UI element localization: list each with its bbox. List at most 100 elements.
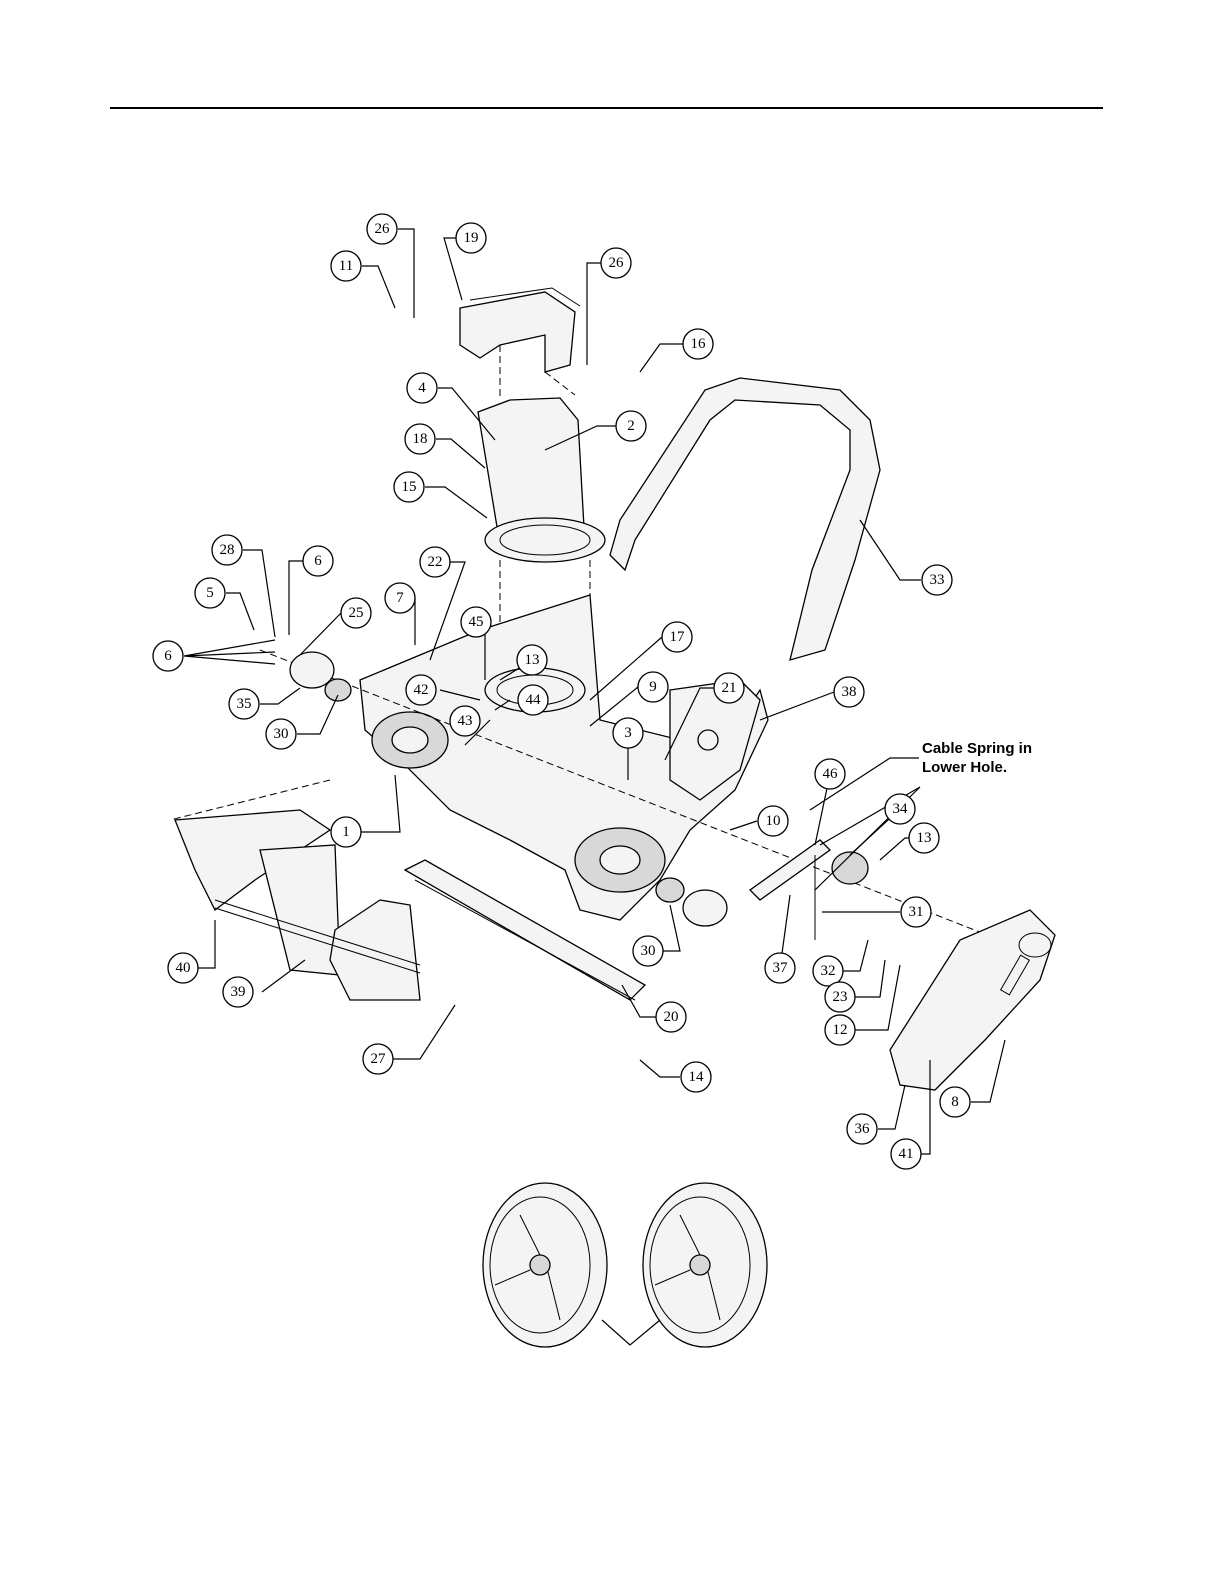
- callout: 40: [168, 953, 198, 983]
- callout: 43: [450, 706, 480, 736]
- svg-text:33: 33: [930, 572, 945, 588]
- callout: 36: [847, 1114, 877, 1144]
- callout: 39: [223, 977, 253, 1007]
- cable-spring-note: Cable Spring in Lower Hole.: [922, 740, 1032, 776]
- svg-text:14: 14: [689, 1069, 705, 1085]
- svg-text:8: 8: [951, 1094, 959, 1110]
- chute-deflector: [460, 288, 580, 400]
- svg-text:42: 42: [414, 682, 429, 698]
- svg-text:27: 27: [371, 1051, 387, 1067]
- svg-text:16: 16: [691, 336, 707, 352]
- callout: 33: [922, 565, 952, 595]
- svg-text:38: 38: [842, 684, 857, 700]
- callout: 13: [517, 645, 547, 675]
- svg-text:4: 4: [418, 380, 426, 396]
- callout: 19: [456, 223, 486, 253]
- svg-text:18: 18: [413, 431, 428, 447]
- callout: 41: [891, 1139, 921, 1169]
- callout: 46: [815, 759, 845, 789]
- svg-text:11: 11: [339, 258, 353, 274]
- svg-text:25: 25: [349, 605, 364, 621]
- callout: 30: [633, 936, 663, 966]
- svg-text:30: 30: [274, 726, 289, 742]
- svg-text:26: 26: [609, 255, 625, 271]
- svg-text:35: 35: [237, 696, 252, 712]
- callout: 37: [765, 953, 795, 983]
- svg-text:43: 43: [458, 713, 473, 729]
- svg-text:41: 41: [899, 1146, 914, 1162]
- svg-text:22: 22: [428, 554, 443, 570]
- callout: 15: [394, 472, 424, 502]
- svg-text:21: 21: [722, 680, 737, 696]
- handle: [610, 378, 880, 660]
- callout: 34: [885, 794, 915, 824]
- callout: 8: [940, 1087, 970, 1117]
- svg-text:15: 15: [402, 479, 417, 495]
- callout: 17: [662, 622, 692, 652]
- svg-text:39: 39: [231, 984, 246, 1000]
- svg-text:37: 37: [773, 960, 789, 976]
- callout: 12: [825, 1015, 855, 1045]
- callout: 42: [406, 675, 436, 705]
- callout: 27: [363, 1044, 393, 1074]
- callout: 16: [683, 329, 713, 359]
- svg-text:7: 7: [396, 590, 404, 606]
- callout: 4: [407, 373, 437, 403]
- callout: 26: [601, 248, 631, 278]
- callout: 21: [714, 673, 744, 703]
- svg-text:1: 1: [342, 824, 350, 840]
- svg-text:45: 45: [469, 614, 484, 630]
- callout: 13: [909, 823, 939, 853]
- svg-text:2: 2: [627, 418, 635, 434]
- callout: 7: [385, 583, 415, 613]
- callout: 23: [825, 982, 855, 1012]
- svg-text:44: 44: [526, 692, 542, 708]
- svg-text:30: 30: [641, 943, 656, 959]
- svg-text:19: 19: [464, 230, 479, 246]
- auger: [175, 810, 420, 1000]
- callout: 35: [229, 689, 259, 719]
- svg-text:46: 46: [823, 766, 839, 782]
- svg-text:3: 3: [624, 725, 632, 741]
- svg-text:40: 40: [176, 960, 191, 976]
- belt-cover: [890, 910, 1055, 1090]
- svg-text:6: 6: [314, 553, 322, 569]
- svg-text:36: 36: [855, 1121, 871, 1137]
- callout: 25: [341, 598, 371, 628]
- side-plate: [670, 680, 760, 800]
- callout: 11: [331, 251, 361, 281]
- svg-text:9: 9: [649, 679, 657, 695]
- svg-text:34: 34: [893, 801, 909, 817]
- svg-text:20: 20: [664, 1009, 679, 1025]
- svg-text:31: 31: [909, 904, 924, 920]
- svg-text:28: 28: [220, 542, 235, 558]
- callout: 1: [331, 817, 361, 847]
- note-line-2: Lower Hole.: [922, 759, 1007, 776]
- wheels: [483, 1183, 767, 1347]
- callout: 45: [461, 607, 491, 637]
- idler-arm: [750, 840, 830, 940]
- note-line-1: Cable Spring in: [922, 740, 1032, 757]
- callout: 44: [518, 685, 548, 715]
- bearings-left: [290, 652, 351, 701]
- callout: 22: [420, 547, 450, 577]
- svg-text:13: 13: [525, 652, 540, 668]
- callout: 3: [613, 718, 643, 748]
- callout: 2: [616, 411, 646, 441]
- callout: 20: [656, 1002, 686, 1032]
- callout: 6: [303, 546, 333, 576]
- svg-text:13: 13: [917, 830, 932, 846]
- callout: 28: [212, 535, 242, 565]
- callout: 14: [681, 1062, 711, 1092]
- svg-text:26: 26: [375, 221, 391, 237]
- callout: 26: [367, 214, 397, 244]
- svg-text:6: 6: [164, 648, 172, 664]
- svg-text:23: 23: [833, 989, 848, 1005]
- svg-text:10: 10: [766, 813, 781, 829]
- callout: 5: [195, 578, 225, 608]
- callout: 38: [834, 677, 864, 707]
- svg-text:32: 32: [821, 963, 836, 979]
- callout: 31: [901, 897, 931, 927]
- callout: 10: [758, 806, 788, 836]
